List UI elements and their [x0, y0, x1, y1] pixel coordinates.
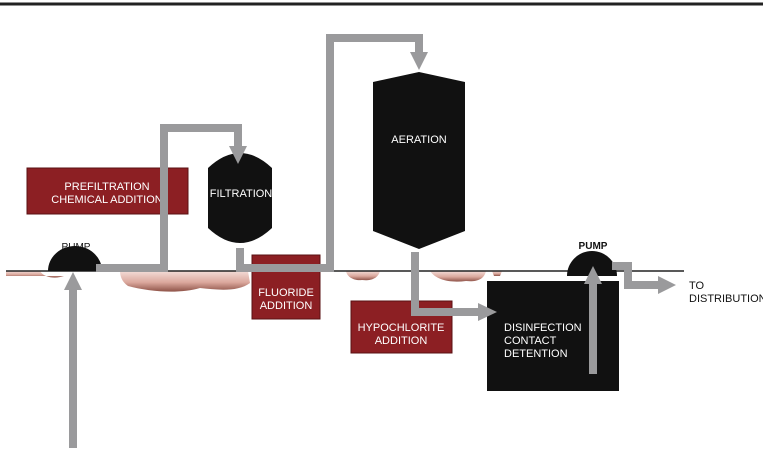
pump-right-label: PUMP	[579, 241, 608, 252]
arrow-up-to-pump	[584, 266, 602, 284]
pipe-aeration-to-disinfection	[411, 252, 480, 316]
fluoride-label-line-1: FLUORIDE	[258, 287, 314, 299]
arrow-intake-up	[64, 272, 82, 290]
to-distribution-label: TO DISTRIBUTION	[689, 280, 763, 305]
arrow-into-filtration	[229, 146, 247, 164]
pipes	[69, 34, 660, 448]
filtration-label: FILTRATION	[210, 188, 273, 200]
disinfection-label-line-3: DETENTION	[504, 348, 568, 360]
disinfection-label-line-1: DISINFECTION	[504, 322, 582, 334]
to-distribution-line-1: TO	[689, 280, 705, 292]
pump-left: PUMP	[48, 242, 102, 271]
pipe-filtration-to-aeration	[236, 34, 423, 272]
aeration-label: AERATION	[391, 134, 446, 146]
disinfection-basin: DISINFECTION CONTACT DETENTION	[487, 281, 619, 391]
prefiltration-label-line-1: PREFILTRATION	[64, 181, 149, 193]
filtration-tank: FILTRATION	[208, 153, 272, 243]
pipe-to-distribution	[612, 262, 660, 289]
ground-pool-small-3	[492, 271, 502, 276]
ground-pool-small-1	[346, 271, 380, 281]
ground-pool-center	[120, 271, 250, 292]
arrowheads	[64, 52, 676, 321]
hypochlorite-label-line-1: HYPOCHLORITE	[358, 322, 445, 334]
arrow-into-aeration	[410, 52, 428, 70]
arrow-into-disinfection	[478, 303, 497, 321]
hypochlorite-label-line-2: ADDITION	[375, 335, 428, 347]
arrow-to-distribution	[658, 276, 676, 294]
disinfection-label-line-2: CONTACT	[504, 335, 557, 347]
ground-pool-small-2	[430, 271, 486, 282]
pump-right: PUMP	[567, 241, 617, 276]
prefiltration-label-line-2: CHEMICAL ADDITION	[51, 194, 162, 206]
fluoride-label-line-2: ADDITION	[260, 300, 313, 312]
ground-pool-left	[6, 271, 64, 278]
aeration-tank: AERATION	[373, 72, 465, 249]
pipe-pump-to-filtration	[96, 124, 242, 272]
to-distribution-line-2: DISTRIBUTION	[689, 293, 763, 305]
pump-left-label: PUMP	[62, 242, 91, 253]
